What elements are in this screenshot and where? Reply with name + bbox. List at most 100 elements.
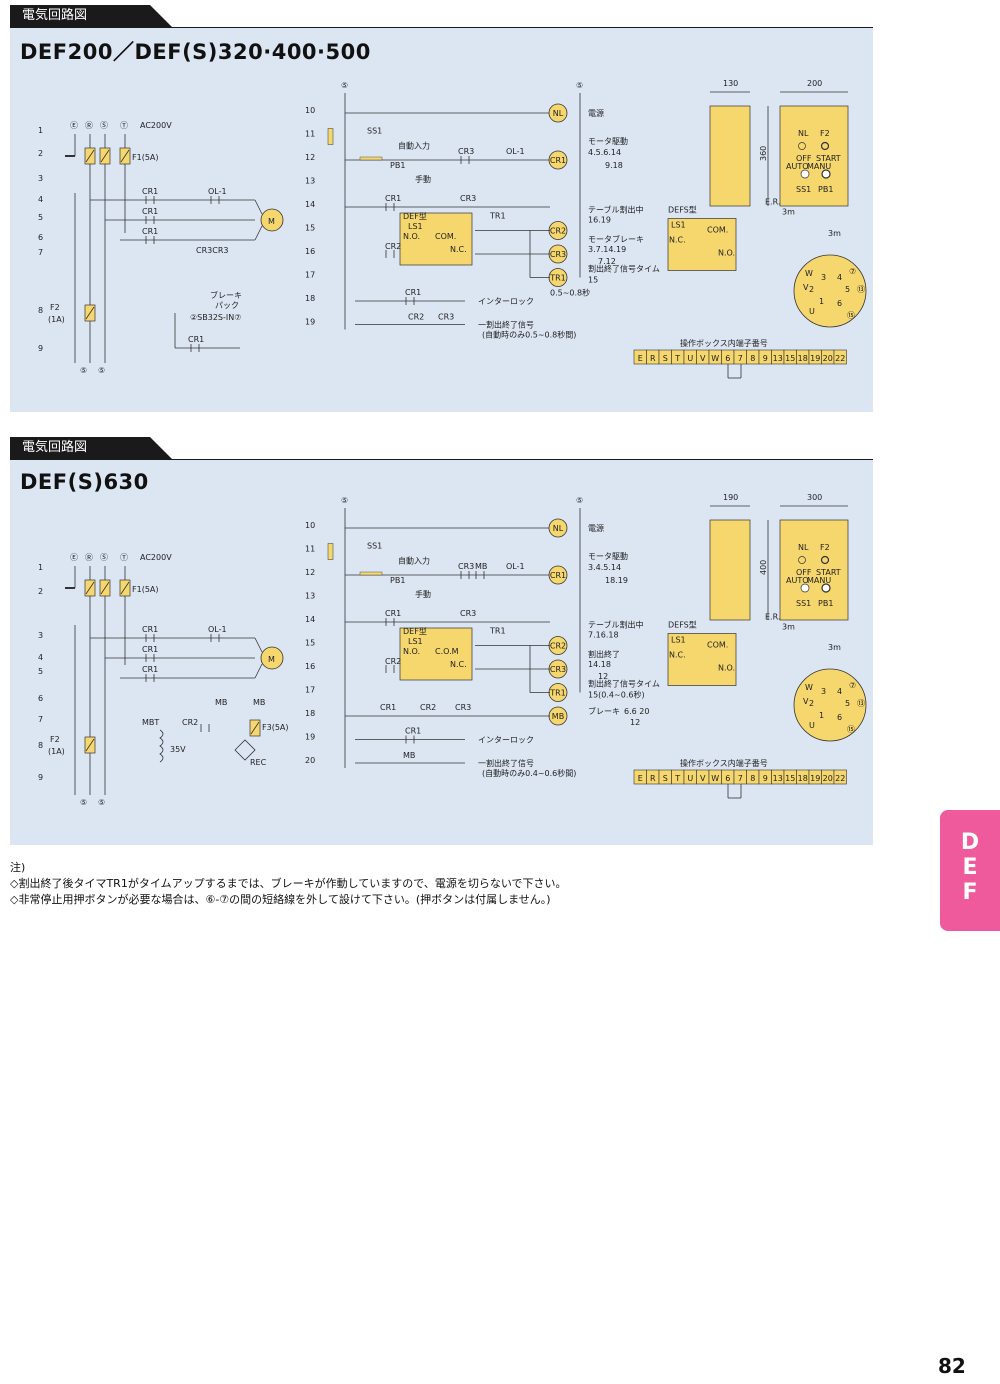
ls1-label: LS1 <box>408 222 423 231</box>
tr1-label-15: TR1 <box>489 627 506 636</box>
mb-end-label: MB <box>403 751 415 760</box>
ctrl-row-15: 15 <box>305 224 315 233</box>
row-number-2: 2 <box>38 149 43 158</box>
defs-type-label: DEFS型 <box>668 206 697 215</box>
fn-brake-or-end: モータブレーキ <box>588 234 644 244</box>
section-1-title: DEF200／DEF(S)320·400·500 <box>20 40 371 64</box>
terminal-label-10: 9 <box>763 354 768 363</box>
cable-label: E.R.S.T <box>765 198 793 207</box>
cr3-label-12: CR3 <box>458 147 474 156</box>
terminal-label-0: E <box>638 354 643 363</box>
connector-pin-0: W <box>805 683 813 692</box>
section-2-title: DEF(S)630 <box>20 470 149 494</box>
ctrl-row-17: 17 <box>305 271 315 280</box>
connector-pin-8: 6 <box>837 713 842 722</box>
ctrl-fuse-slash <box>85 306 95 320</box>
cable-length: 3m <box>782 208 795 217</box>
notes-heading: 注) <box>10 861 26 874</box>
row-number-1: 1 <box>38 563 43 572</box>
ctrl-row-18: 18 <box>305 294 315 303</box>
ctrl-row-14: 14 <box>305 615 315 624</box>
connector-pin-11: V <box>803 283 809 292</box>
box-ss1: SS1 <box>796 185 811 194</box>
defs-no: N.O. <box>718 664 735 673</box>
fn-brake-or-end: 割出終了 <box>588 649 620 659</box>
main-fuse-1-slash <box>100 581 110 595</box>
connector-cable-length: 3m <box>828 229 841 238</box>
defs-type-label: DEFS型 <box>668 621 697 630</box>
ss1-label: SS1 <box>367 127 382 136</box>
box-pb1: PB1 <box>818 185 833 194</box>
ctrl-row-18: 18 <box>305 709 315 718</box>
ls1-no: N.O. <box>403 232 420 241</box>
box-auto: AUTO <box>786 576 809 585</box>
connector-pin-3: ⑦ <box>849 267 856 276</box>
terminal-label-7: 6 <box>725 354 730 363</box>
cr1-label-14: CR1 <box>385 609 401 618</box>
pb1-label: PB1 <box>390 576 405 585</box>
connector-cable-length: 3m <box>828 643 841 652</box>
box-width-dim: 190 <box>723 493 738 502</box>
box-nl: NL <box>798 129 809 138</box>
cr1-label-1: CR1 <box>142 207 158 216</box>
ol1-label: OL-1 <box>208 625 227 634</box>
terminal-3: Ⓣ <box>120 553 128 562</box>
manual-label: 手動 <box>415 589 431 599</box>
ctrl-fuse-rating: (1A) <box>48 315 65 324</box>
defs-switch-block <box>667 633 737 686</box>
ctrl-row-12: 12 <box>305 568 315 577</box>
mb-label-1: MB <box>215 698 227 707</box>
tr1-label-15: TR1 <box>489 212 506 221</box>
box-off: OFF <box>796 568 812 577</box>
terminal-label-1: R <box>650 354 656 363</box>
ol1-label-ctrl: OL-1 <box>506 562 525 571</box>
terminal-label-9: 8 <box>750 354 755 363</box>
connector-pin-6: ⑬ <box>857 285 865 294</box>
row-number-3: 3 <box>38 631 43 640</box>
terminal-label-12: 15 <box>785 774 795 783</box>
ls1-block-type: DEF型 <box>403 212 427 221</box>
motor-label: M <box>268 655 275 664</box>
ctrl-term-5: ⑤ <box>341 496 348 505</box>
notes: 注) ◇割出終了後タイマTR1がタイムアップするまでは、ブレーキが作動しています… <box>10 860 567 908</box>
fn-extra-nums: 12 <box>598 672 608 681</box>
cr2-label-16: CR2 <box>385 657 401 666</box>
main-fuse-2-slash <box>120 149 130 163</box>
terminal-0: Ⓔ <box>70 121 78 130</box>
fn-motor-drive-nums: 4.5.6.14 <box>588 148 621 157</box>
side-index-tab[interactable]: D E F <box>940 810 1000 931</box>
connector-pin-11: V <box>803 697 809 706</box>
manual-label: 手動 <box>415 174 431 184</box>
terminal-label-7: 6 <box>725 774 730 783</box>
defs-com: COM. <box>707 641 728 650</box>
fuse-3-label: F3(5A) <box>262 723 289 732</box>
cr1-label-18: CR1 <box>380 703 396 712</box>
ss1-switch <box>327 543 334 560</box>
pb1-actuator <box>359 156 383 161</box>
fn-signal-time-nums: 15(0.4~0.6秒) <box>588 690 645 700</box>
brake-pack-label-2: パック <box>215 301 239 310</box>
ls1-label: LS1 <box>408 637 423 646</box>
cable-length: 3m <box>782 623 795 632</box>
side-letter-e: E <box>962 855 978 880</box>
row-number-5: 5 <box>38 667 43 676</box>
ctrl-row-11: 11 <box>305 545 315 554</box>
brake-pack-label: ブレーキ <box>210 290 242 300</box>
fn-motor-drive-nums-2: 18.19 <box>605 576 628 585</box>
fn-table-indexing-nums: 7.16.18 <box>588 631 619 640</box>
cr1-label-0: CR1 <box>142 187 158 196</box>
box-manu: MANU <box>807 162 831 171</box>
defs-nc: N.C. <box>669 651 686 660</box>
fn-motor-drive-nums-2: 9.18 <box>605 161 623 170</box>
box-f2: F2 <box>820 543 830 552</box>
motor-symbol <box>260 208 284 232</box>
cr3-end-label: CR3 <box>438 313 454 322</box>
fn-brake: ブレーキ <box>588 706 620 716</box>
terminal-strip-title: 操作ボックス内端子番号 <box>680 338 768 348</box>
ls1-com: C.O.M <box>435 647 459 656</box>
cr2-label-16: CR2 <box>385 242 401 251</box>
row-number-9: 9 <box>38 344 43 353</box>
